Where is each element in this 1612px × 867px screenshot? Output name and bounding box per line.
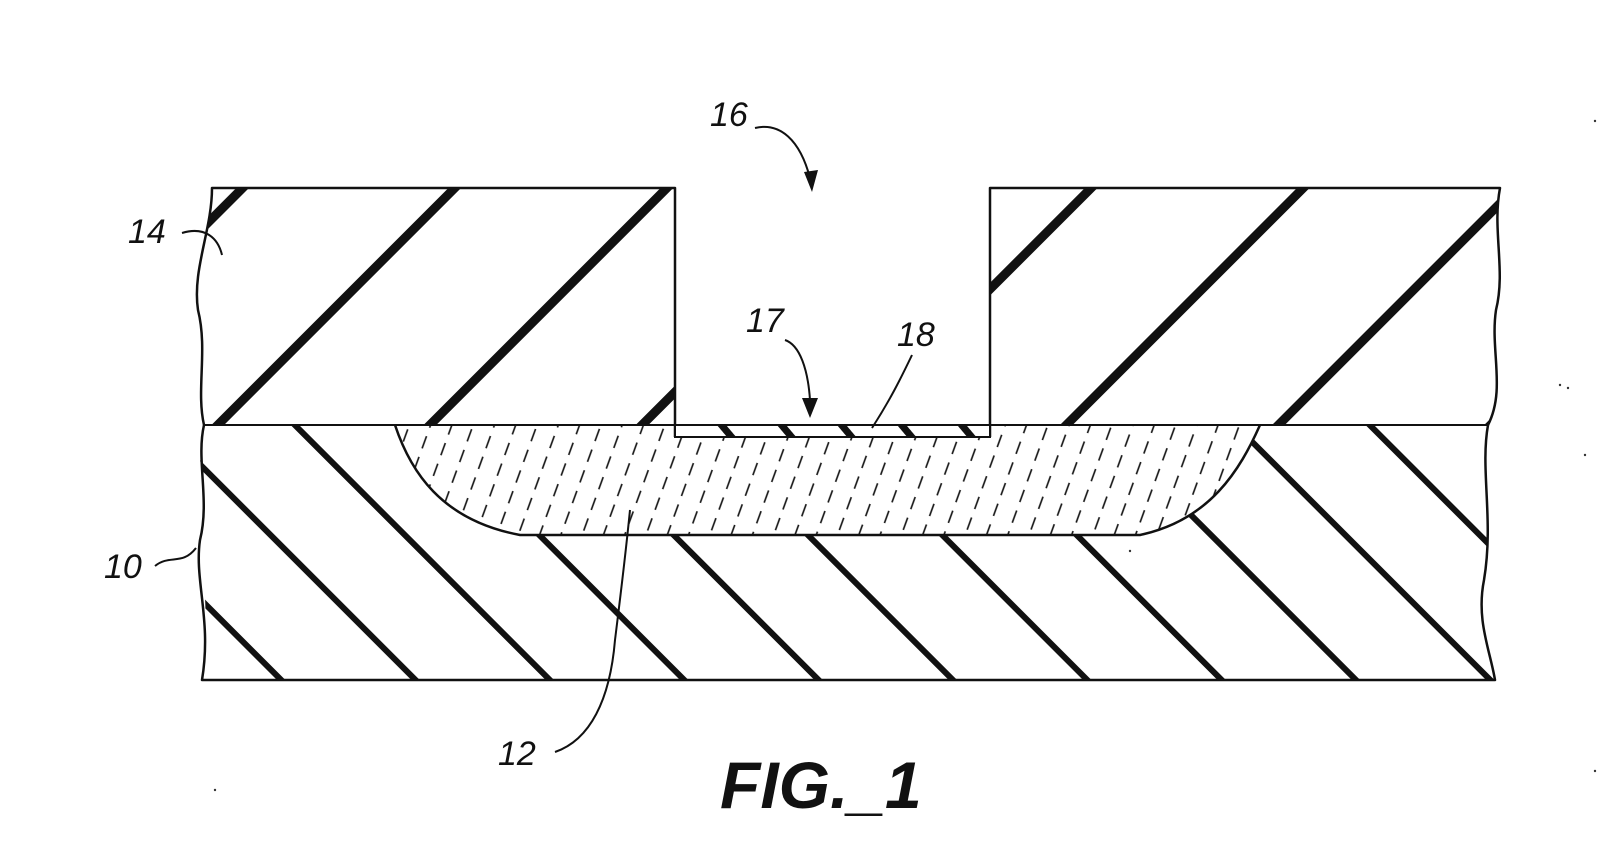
layer-14-left: [197, 188, 675, 437]
label-18: 18: [897, 316, 935, 354]
film-18: [675, 425, 990, 437]
layer-14-right: [990, 188, 1500, 437]
label-12: 12: [498, 735, 536, 773]
label-10: 10: [104, 548, 142, 586]
label-14: 14: [128, 213, 166, 251]
label-17: 17: [746, 302, 785, 340]
region-12: [395, 425, 1260, 535]
label-16: 16: [710, 96, 748, 134]
figure-caption: FIG._1: [720, 748, 922, 822]
